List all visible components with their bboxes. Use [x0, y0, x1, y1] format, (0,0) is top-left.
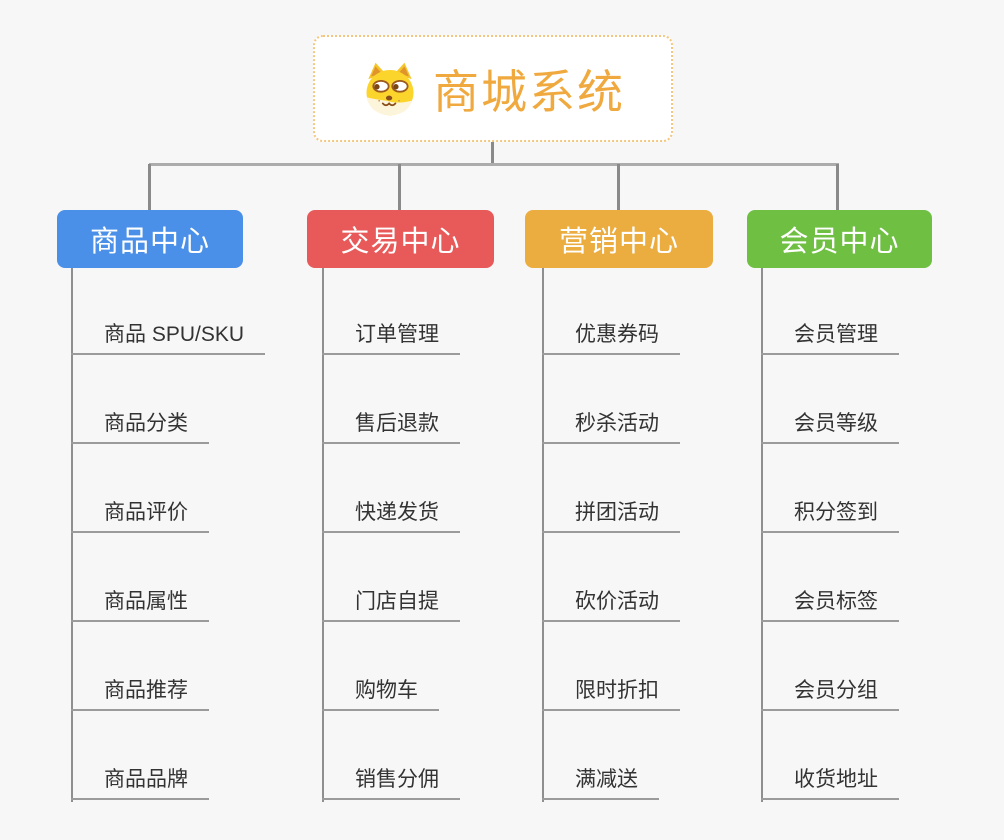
leaf-node[interactable]: 满减送 [542, 764, 659, 800]
leaf-node[interactable]: 秒杀活动 [542, 408, 680, 444]
branch-spine [71, 267, 73, 802]
leaf-node[interactable]: 收货地址 [761, 764, 899, 800]
leaf-node[interactable]: 门店自提 [322, 586, 460, 622]
leaf-node[interactable]: 会员等级 [761, 408, 899, 444]
branch-product-center[interactable]: 商品中心 [57, 210, 243, 268]
leaf-node[interactable]: 会员标签 [761, 586, 899, 622]
leaf-node[interactable]: 商品品牌 [71, 764, 209, 800]
leaf-node[interactable]: 商品推荐 [71, 675, 209, 711]
branch-member-center[interactable]: 会员中心 [747, 210, 932, 268]
leaf-node[interactable]: 优惠券码 [542, 319, 680, 355]
leaf-node[interactable]: 商品 SPU/SKU [71, 319, 266, 355]
leaf-node[interactable]: 积分签到 [761, 497, 899, 533]
leaf-node[interactable]: 会员管理 [761, 319, 899, 355]
connector-drop [836, 164, 839, 211]
leaf-node[interactable]: 拼团活动 [542, 497, 680, 533]
leaf-node[interactable]: 会员分组 [761, 675, 899, 711]
leaf-node[interactable]: 商品属性 [71, 586, 209, 622]
branch-spine [761, 267, 763, 802]
leaf-node[interactable]: 售后退款 [322, 408, 460, 444]
leaf-node[interactable]: 商品评价 [71, 497, 209, 533]
connector-drop [617, 164, 620, 211]
doge-icon [361, 61, 419, 117]
connector-drop [148, 164, 151, 211]
leaf-node[interactable]: 销售分佣 [322, 764, 460, 800]
leaf-node[interactable]: 购物车 [322, 675, 439, 711]
root-title: 商城系统 [433, 65, 625, 118]
leaf-node[interactable]: 商品分类 [71, 408, 209, 444]
leaf-node[interactable]: 限时折扣 [542, 675, 680, 711]
connector-root-drop [491, 141, 494, 165]
branch-marketing-center[interactable]: 营销中心 [525, 210, 713, 268]
branch-spine [322, 267, 324, 802]
leaf-node[interactable]: 快递发货 [322, 497, 460, 533]
root-node[interactable]: 商城系统 [313, 35, 673, 142]
connector-rail [149, 163, 839, 166]
branch-trade-center[interactable]: 交易中心 [307, 210, 494, 268]
branch-spine [542, 267, 544, 802]
leaf-node[interactable]: 订单管理 [322, 319, 460, 355]
connector-drop [398, 164, 401, 211]
leaf-node[interactable]: 砍价活动 [542, 586, 680, 622]
